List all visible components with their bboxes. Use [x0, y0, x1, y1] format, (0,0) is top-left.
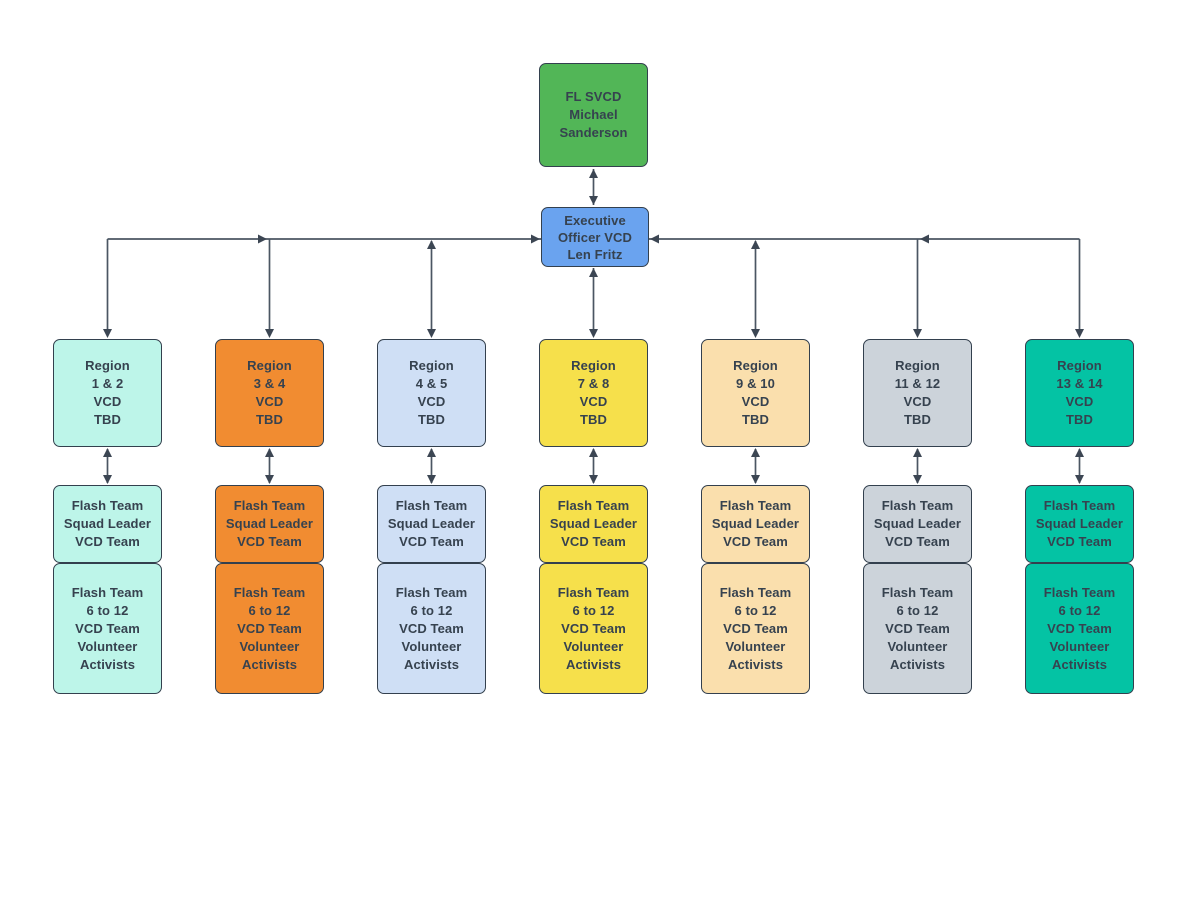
node-label: Flash Team Squad Leader VCD Team [873, 498, 962, 549]
node-label: Region 9 & 10 VCD TBD [733, 358, 778, 427]
node-label: Flash Team Squad Leader VCD Team [63, 498, 152, 549]
node-region-1-2: Region 1 & 2 VCD TBD [53, 339, 162, 447]
node-label: Region 1 & 2 VCD TBD [85, 358, 130, 427]
node-flash-team-4: Flash Team 6 to 12 VCD Team Volunteer Ac… [539, 563, 648, 694]
node-label: Flash Team 6 to 12 VCD Team Volunteer Ac… [71, 584, 144, 672]
node-flash-team-3: Flash Team 6 to 12 VCD Team Volunteer Ac… [377, 563, 486, 694]
node-label: Flash Team 6 to 12 VCD Team Volunteer Ac… [395, 584, 468, 672]
node-region-7-8: Region 7 & 8 VCD TBD [539, 339, 648, 447]
node-label: Flash Team Squad Leader VCD Team [1035, 498, 1124, 549]
node-fl-svcd: FL SVCD Michael Sanderson [539, 63, 648, 167]
node-flash-leader-1: Flash Team Squad Leader VCD Team [53, 485, 162, 563]
node-flash-team-1: Flash Team 6 to 12 VCD Team Volunteer Ac… [53, 563, 162, 694]
node-label: Flash Team Squad Leader VCD Team [387, 498, 476, 549]
node-flash-leader-6: Flash Team Squad Leader VCD Team [863, 485, 972, 563]
node-flash-team-2: Flash Team 6 to 12 VCD Team Volunteer Ac… [215, 563, 324, 694]
node-label: Flash Team Squad Leader VCD Team [549, 498, 638, 549]
node-flash-team-7: Flash Team 6 to 12 VCD Team Volunteer Ac… [1025, 563, 1134, 694]
node-region-4-5: Region 4 & 5 VCD TBD [377, 339, 486, 447]
region-squad-arrowheads [103, 448, 1084, 484]
node-flash-leader-5: Flash Team Squad Leader VCD Team [701, 485, 810, 563]
node-label: Flash Team Squad Leader VCD Team [711, 498, 800, 549]
node-label: Flash Team 6 to 12 VCD Team Volunteer Ac… [557, 584, 630, 672]
trunk-arrowheads [258, 234, 929, 244]
node-flash-team-6: Flash Team 6 to 12 VCD Team Volunteer Ac… [863, 563, 972, 694]
arrowheads [103, 169, 1084, 484]
node-label: Flash Team 6 to 12 VCD Team Volunteer Ac… [719, 584, 792, 672]
node-label: Region 3 & 4 VCD TBD [247, 358, 292, 427]
node-flash-team-5: Flash Team 6 to 12 VCD Team Volunteer Ac… [701, 563, 810, 694]
node-label: Flash Team 6 to 12 VCD Team Volunteer Ac… [1043, 584, 1116, 672]
node-region-3-4: Region 3 & 4 VCD TBD [215, 339, 324, 447]
node-label: Region 4 & 5 VCD TBD [409, 358, 454, 427]
node-flash-leader-7: Flash Team Squad Leader VCD Team [1025, 485, 1134, 563]
node-label: Region 7 & 8 VCD TBD [571, 358, 616, 427]
node-flash-leader-3: Flash Team Squad Leader VCD Team [377, 485, 486, 563]
node-executive-officer: Executive Officer VCD Len Fritz [541, 207, 649, 267]
region-up-arrowheads [427, 240, 760, 277]
region-down-arrowheads [103, 329, 1084, 338]
node-label: Region 11 & 12 VCD TBD [894, 358, 941, 427]
node-flash-leader-4: Flash Team Squad Leader VCD Team [539, 485, 648, 563]
node-label: Flash Team 6 to 12 VCD Team Volunteer Ac… [233, 584, 306, 672]
node-region-11-12: Region 11 & 12 VCD TBD [863, 339, 972, 447]
node-label: Flash Team Squad Leader VCD Team [225, 498, 314, 549]
node-label: Executive Officer VCD Len Fritz [557, 212, 633, 262]
node-label: Flash Team 6 to 12 VCD Team Volunteer Ac… [881, 584, 954, 672]
node-label: FL SVCD Michael Sanderson [559, 89, 628, 140]
node-region-9-10: Region 9 & 10 VCD TBD [701, 339, 810, 447]
node-region-13-14: Region 13 & 14 VCD TBD [1025, 339, 1134, 447]
node-label: Region 13 & 14 VCD TBD [1056, 358, 1103, 427]
top-exec-arrowheads [589, 169, 598, 205]
node-flash-leader-2: Flash Team Squad Leader VCD Team [215, 485, 324, 563]
